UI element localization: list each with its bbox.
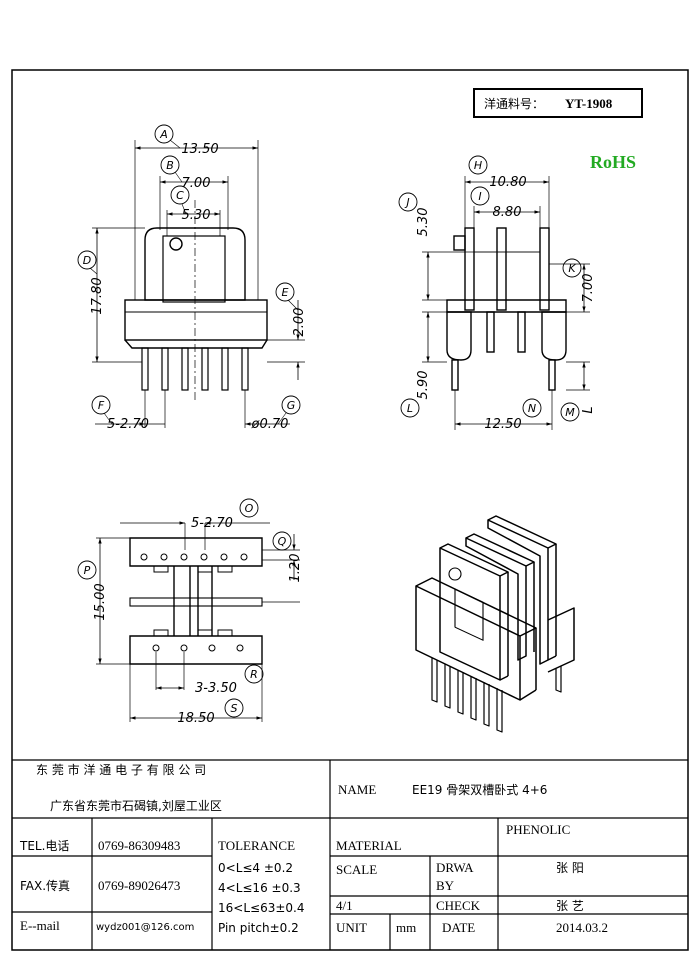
material-label: MATERIAL bbox=[336, 838, 402, 853]
dim-c: 5.30 bbox=[182, 208, 211, 223]
label-j: J bbox=[404, 196, 409, 209]
label-g: G bbox=[287, 399, 296, 412]
dim-h: 10.80 bbox=[489, 175, 526, 190]
company-name: 东 莞 市 洋 通 电 子 有 限 公 司 bbox=[36, 762, 206, 777]
dim-i: 8.80 bbox=[493, 205, 522, 220]
tolerance-line-3: 16<L≤63±0.4 bbox=[218, 901, 304, 915]
tel-value: 0769-86309483 bbox=[98, 838, 180, 853]
dim-e: 2.00 bbox=[292, 308, 307, 337]
name-value: EE19 骨架双槽卧式 4+6 bbox=[412, 783, 547, 797]
drawn-by-value: 张 阳 bbox=[556, 861, 584, 875]
email-label: E--mail bbox=[20, 918, 60, 933]
dim-q: 1.20 bbox=[288, 554, 303, 583]
dim-m: L bbox=[581, 406, 596, 413]
title-block-text: 东 莞 市 洋 通 电 子 有 限 公 司 广东省东莞市石碣镇,刘屋工业区 NA… bbox=[19, 762, 608, 935]
isometric-view bbox=[415, 515, 575, 733]
label-i: I bbox=[478, 190, 481, 203]
tolerance-line-2: 4<L≤16 ±0.3 bbox=[218, 881, 301, 895]
dim-r: 3-3.50 bbox=[195, 681, 237, 696]
label-o: O bbox=[245, 502, 254, 515]
label-a: A bbox=[159, 128, 168, 141]
label-s: S bbox=[231, 702, 238, 715]
sheet-border bbox=[11, 69, 689, 951]
label-p: P bbox=[84, 564, 91, 577]
dim-d: 17.80 bbox=[90, 277, 105, 314]
company-address: 广东省东莞市石碣镇,刘屋工业区 bbox=[50, 798, 222, 813]
fax-label: FAX.传真 bbox=[20, 878, 70, 893]
label-e: E bbox=[282, 286, 289, 299]
tolerance-line-1: 0<L≤4 ±0.2 bbox=[218, 861, 293, 875]
unit-value: mm bbox=[396, 920, 416, 935]
label-m: M bbox=[565, 406, 575, 419]
part-number-value: YT-1908 bbox=[565, 96, 613, 111]
front-view-text: A B C D E F G 13.50 7.00 5.30 17.80 2.00… bbox=[83, 128, 307, 432]
part-number-box: 洋通料号： YT-1908 bbox=[473, 88, 643, 118]
dim-s: 18.50 bbox=[177, 711, 214, 726]
dim-f: 5-2.70 bbox=[107, 417, 149, 432]
side-view bbox=[398, 155, 590, 430]
dim-a: 13.50 bbox=[181, 142, 218, 157]
dim-o: 5-2.70 bbox=[191, 516, 233, 531]
label-l: L bbox=[407, 402, 413, 415]
label-d: D bbox=[83, 254, 91, 267]
material-value: PHENOLIC bbox=[506, 822, 570, 837]
label-n: N bbox=[528, 402, 536, 415]
label-b: B bbox=[166, 159, 174, 172]
dim-p: 15.00 bbox=[93, 583, 108, 620]
date-label: DATE bbox=[442, 920, 475, 935]
part-number-label: 洋通料号： bbox=[484, 96, 544, 111]
dim-g: ø0.70 bbox=[251, 417, 289, 432]
date-value: 2014.03.2 bbox=[556, 920, 608, 935]
dim-j: 5.30 bbox=[416, 208, 431, 237]
tolerance-line-4: Pin pitch±0.2 bbox=[218, 921, 299, 935]
side-view-text: H I J K L N M 10.80 8.80 5.30 7.00 5.90 … bbox=[404, 159, 596, 432]
label-f: F bbox=[98, 399, 105, 412]
dim-b: 7.00 bbox=[182, 176, 211, 191]
check-value: 张 艺 bbox=[556, 899, 584, 913]
tolerance-label: TOLERANCE bbox=[218, 838, 295, 853]
title-block bbox=[12, 759, 688, 950]
dim-l: 5.90 bbox=[416, 371, 431, 400]
drawn-by-label-1: DRWA bbox=[436, 860, 474, 875]
name-label: NAME bbox=[338, 782, 376, 797]
label-h: H bbox=[474, 159, 482, 172]
email-value: wydz001@126.com bbox=[96, 922, 194, 933]
drawn-by-label-2: BY bbox=[436, 878, 455, 893]
label-r: R bbox=[250, 668, 258, 681]
dim-k: 7.00 bbox=[581, 274, 596, 303]
dim-n: 12.50 bbox=[484, 417, 521, 432]
check-label: CHECK bbox=[436, 898, 481, 913]
scale-label: SCALE bbox=[336, 862, 377, 877]
label-c: C bbox=[176, 189, 184, 202]
tel-label: TEL.电话 bbox=[19, 839, 69, 853]
bottom-view-text: O Q P R S 5-2.70 15.00 1.20 3-3.50 18.50 bbox=[84, 502, 303, 726]
front-view bbox=[77, 124, 305, 428]
scale-value: 4/1 bbox=[336, 898, 353, 913]
unit-label: UNIT bbox=[336, 920, 367, 935]
fax-value: 0769-89026473 bbox=[98, 878, 180, 893]
bottom-view bbox=[77, 498, 300, 722]
rohs-mark: RoHS bbox=[590, 152, 636, 172]
label-k: K bbox=[568, 262, 576, 275]
label-q: Q bbox=[278, 535, 287, 548]
